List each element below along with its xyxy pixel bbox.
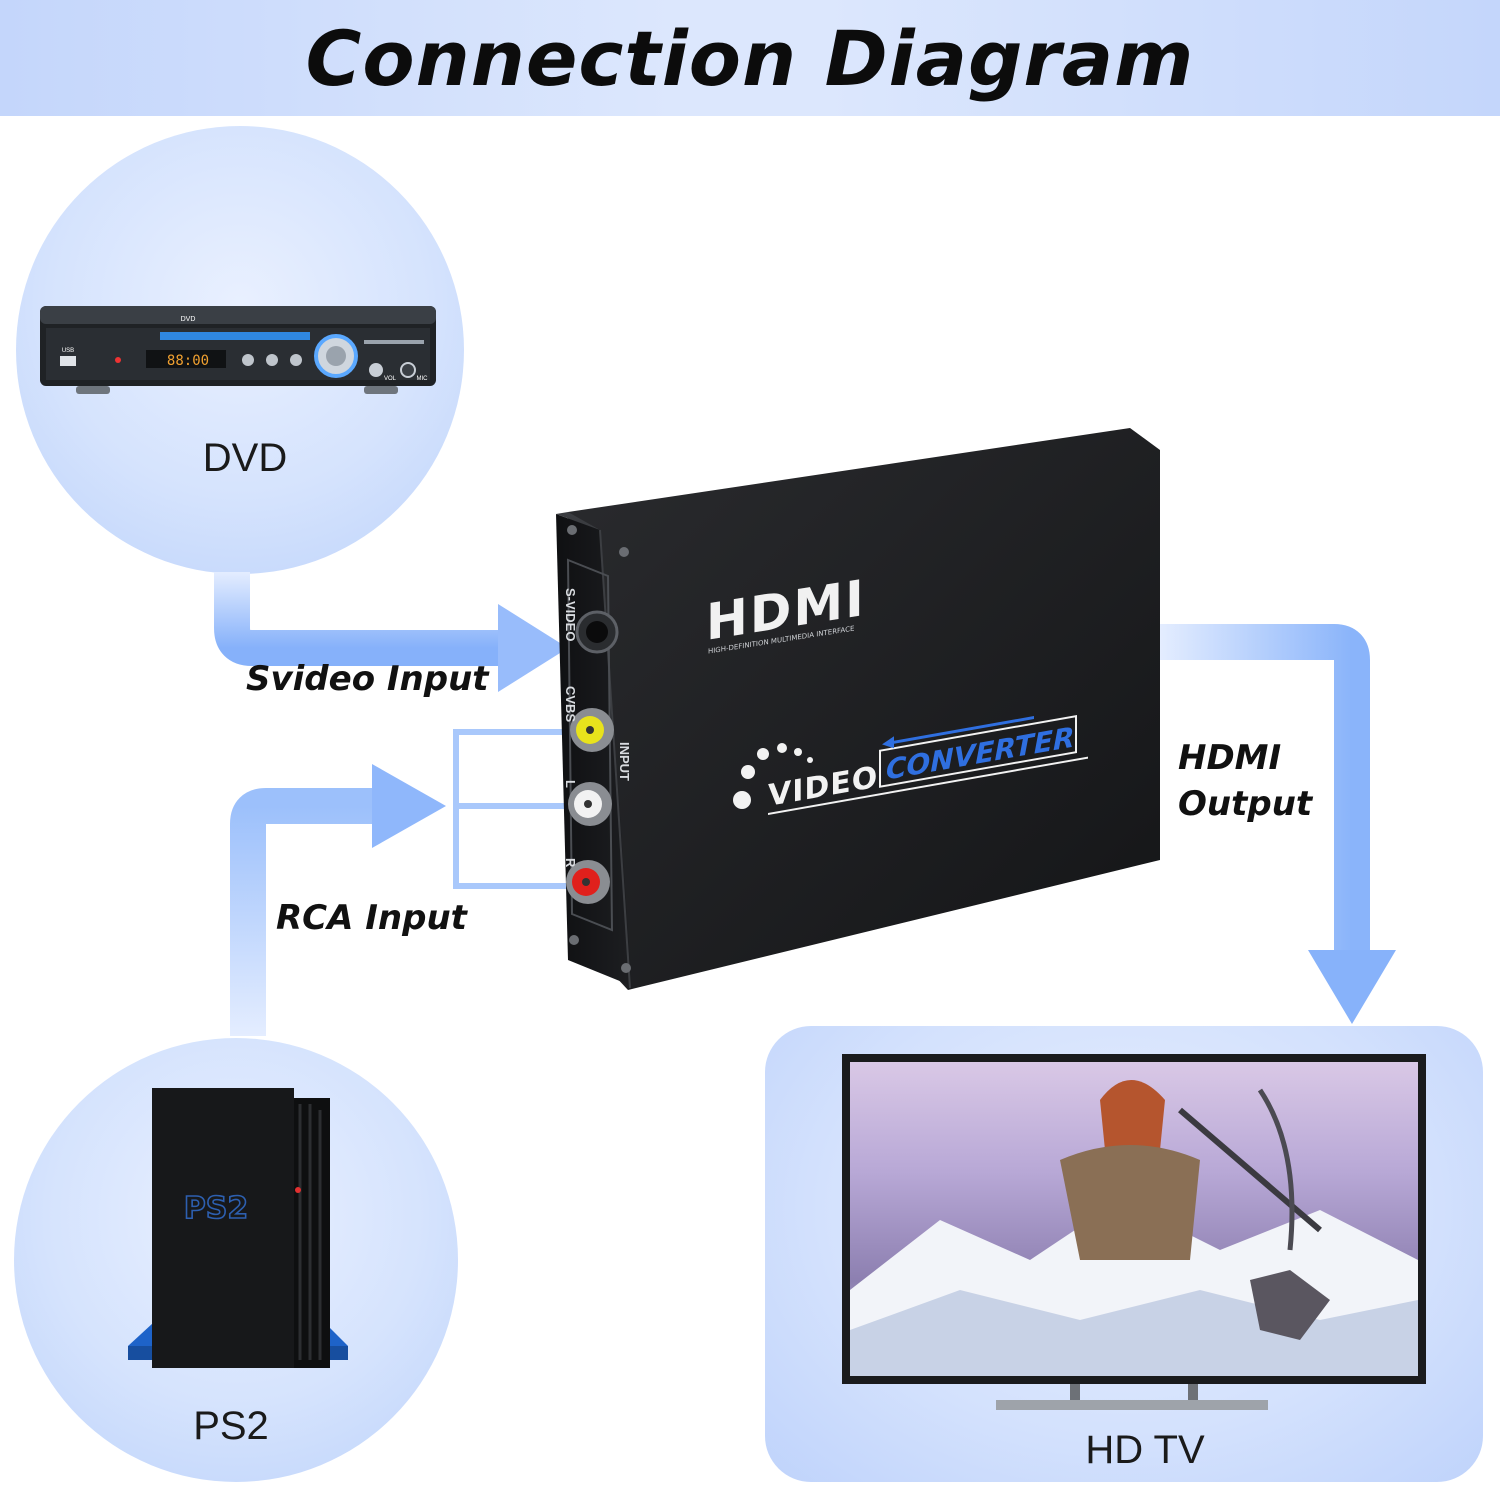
dvd-vol-label: VOL xyxy=(384,376,397,382)
port-svideo-label: S-VIDEO xyxy=(563,588,578,641)
ps2-console-icon: PS2 xyxy=(128,1088,348,1368)
hdmi-arrowhead xyxy=(1308,950,1396,1024)
svideo-input-label: Svideo Input xyxy=(246,659,489,699)
video-converter-device: S-VIDEO CVBS INPUT L R HDMI HIGH-DEFINIT… xyxy=(556,428,1160,990)
hdmi-output-label: HDMI Output xyxy=(1178,736,1312,828)
converter-dots-icon xyxy=(733,743,813,809)
rca-input-label: RCA Input xyxy=(276,898,467,938)
dvd-label: DVD xyxy=(202,436,288,480)
dvd-display: 88:00 xyxy=(167,353,209,369)
port-l-label: L xyxy=(563,780,578,788)
svideo-arrow xyxy=(214,572,500,666)
dvd-usb-label: USB xyxy=(62,348,74,354)
page-title: Connection Diagram xyxy=(305,13,1195,103)
ps2-label: PS2 xyxy=(193,1404,269,1448)
port-cvbs-label: CVBS xyxy=(563,686,578,722)
dvd-mic-label: MIC xyxy=(417,376,429,382)
dvd-player-icon: 88:00 DVD USB VOL MIC xyxy=(40,306,436,394)
hd-tv-icon xyxy=(842,1054,1426,1410)
tv-label: HD TV xyxy=(1085,1428,1205,1472)
hdmi-output-line2: Output xyxy=(1178,783,1313,824)
port-input-label: INPUT xyxy=(617,742,632,781)
svideo-arrowhead xyxy=(498,604,568,692)
ps2-logo: PS2 xyxy=(184,1191,248,1226)
dvd-brand: DVD xyxy=(181,316,196,323)
rca-arrowhead xyxy=(372,764,446,848)
hdmi-output-line1: HDMI xyxy=(1178,738,1282,778)
rca-arrow xyxy=(230,788,380,1036)
header-banner: Connection Diagram xyxy=(0,0,1500,116)
rca-bracket xyxy=(453,729,574,889)
hdmi-arrow xyxy=(1160,624,1370,960)
port-r-label: R xyxy=(563,858,578,868)
